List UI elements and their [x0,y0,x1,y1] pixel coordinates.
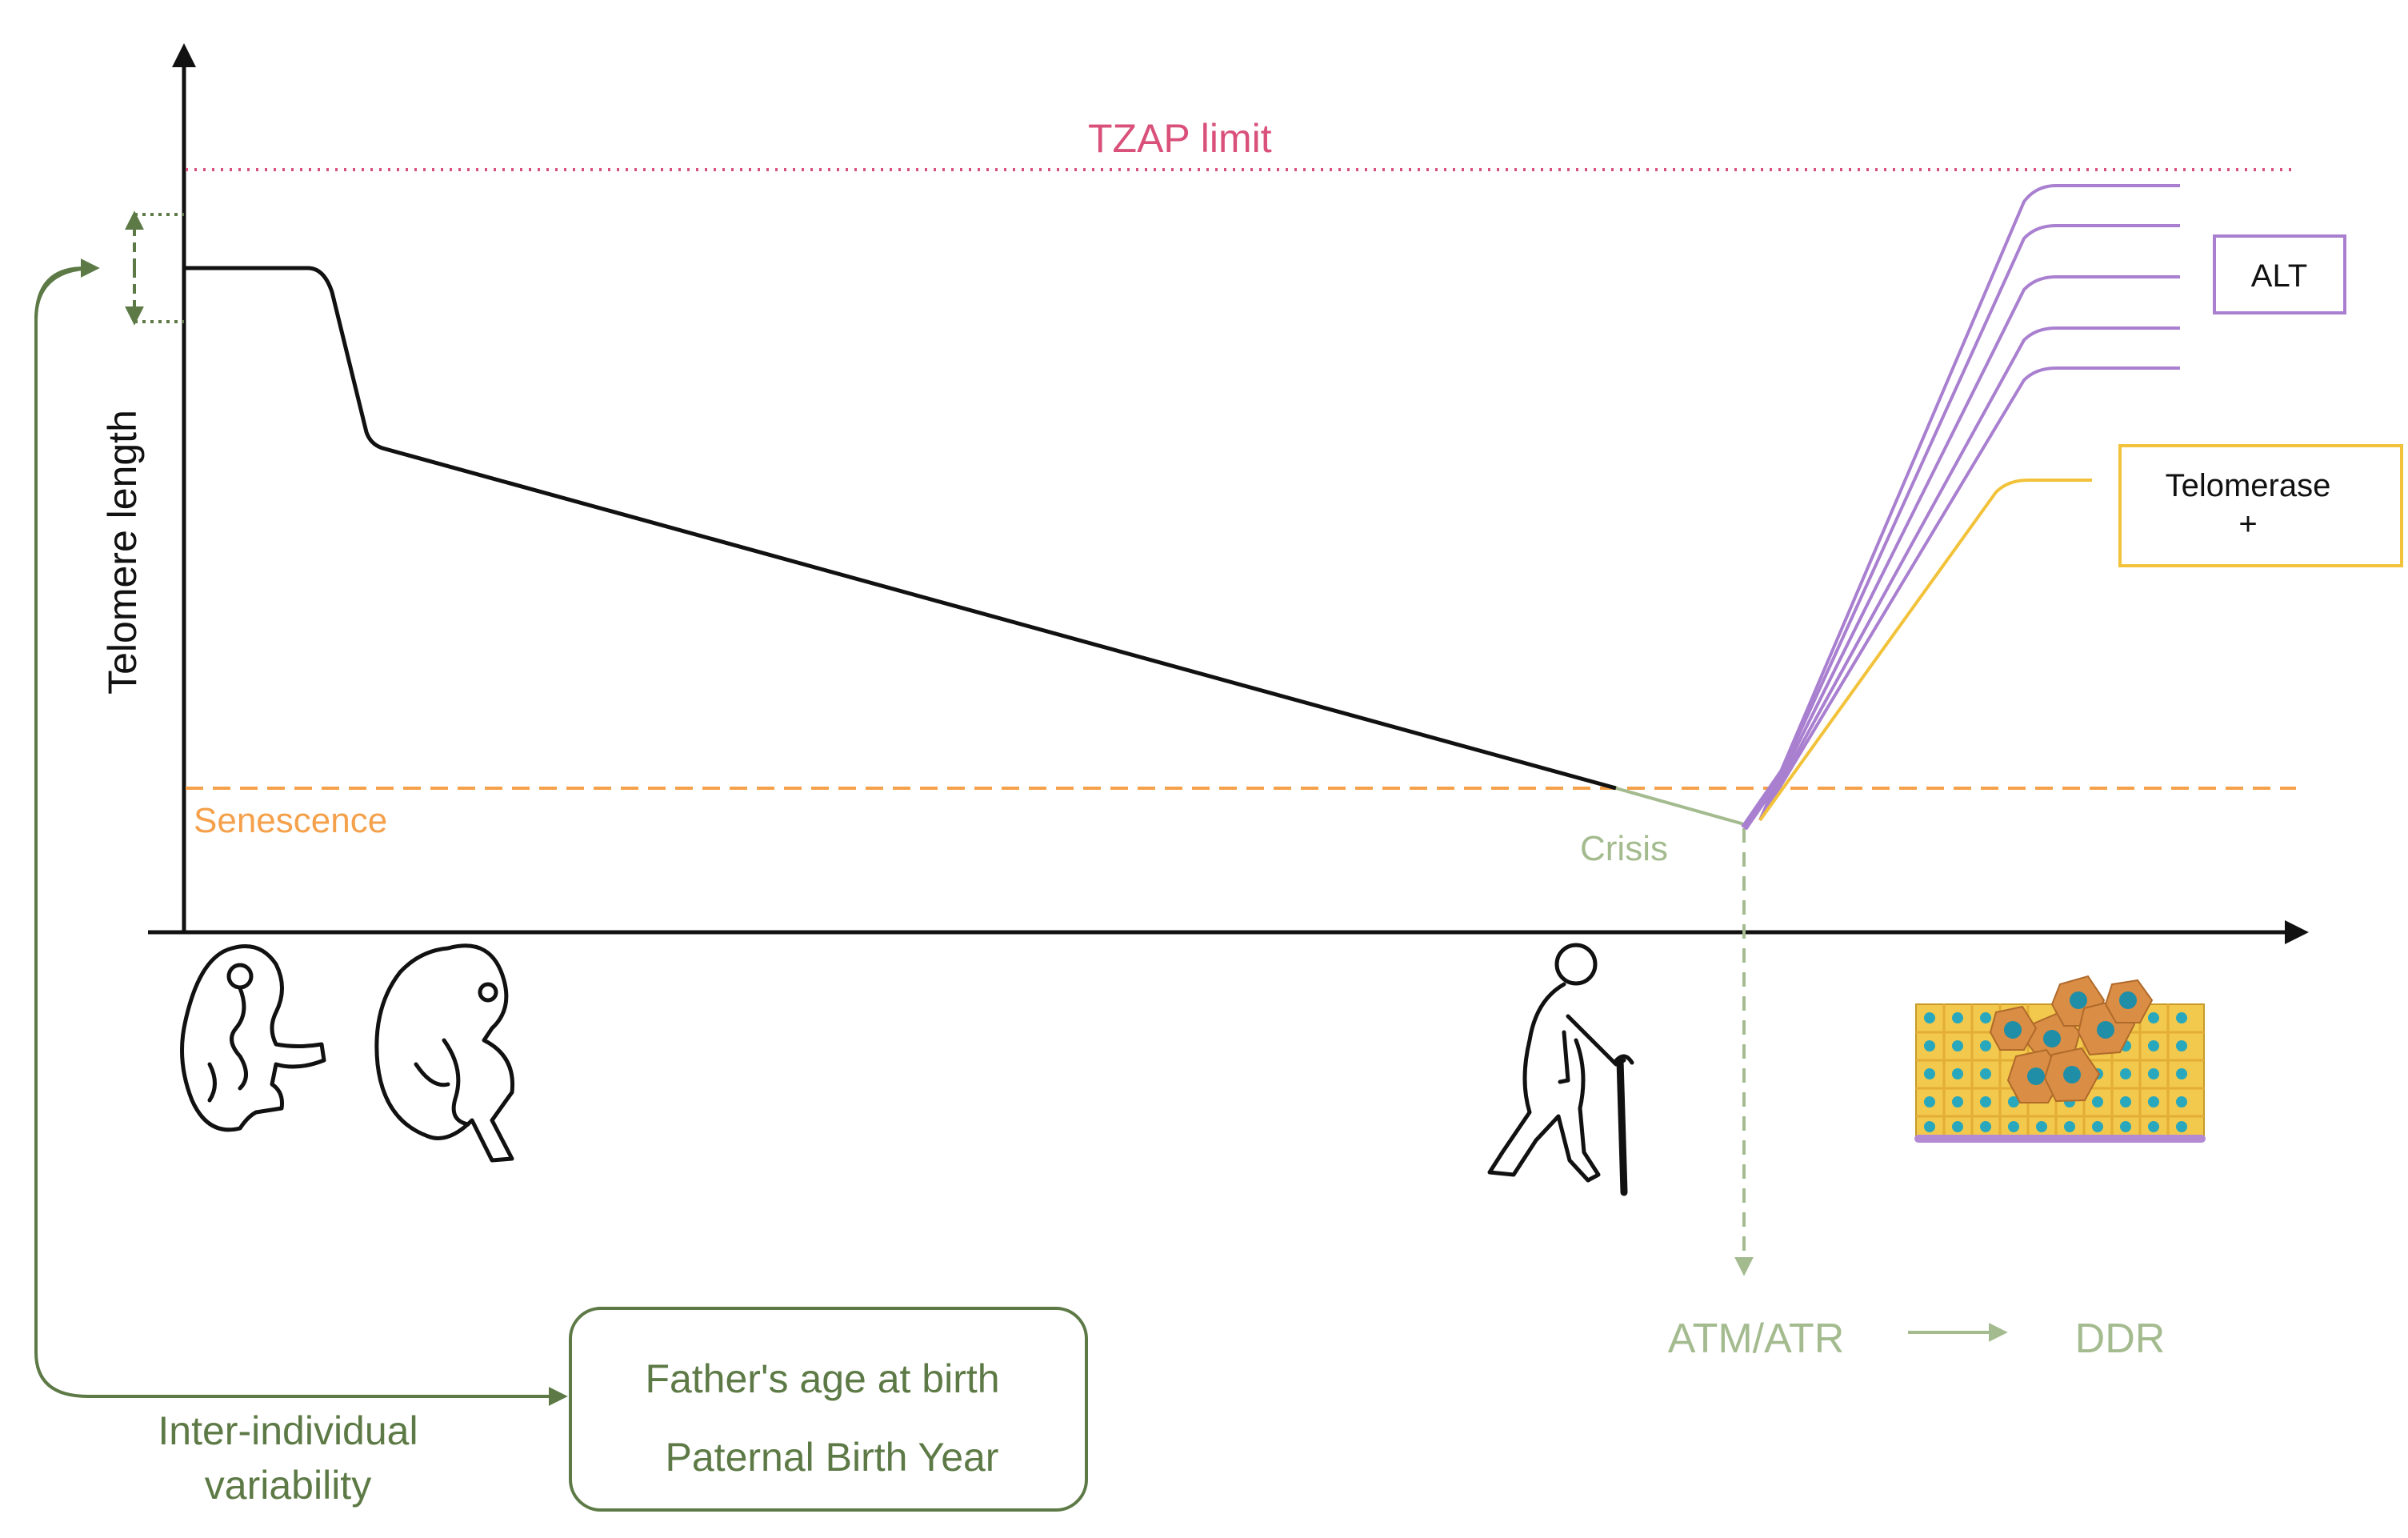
alt-curve-1 [1758,184,2180,821]
tzap-limit-label: TZAP limit [1088,116,1272,161]
telomerase-plus: + [2238,507,2257,542]
alt-curve-3 [1758,275,2180,821]
telomerase-label: Telomerase [2166,468,2331,503]
y-axis-label: Telomere length [100,410,145,695]
alt-curve-2 [1758,224,2180,821]
inter-variability-top-arrow [34,258,100,321]
alt-crisis-junction [1741,762,1791,831]
senescence-label: Senescence [194,801,387,840]
telomerase-box [2118,444,2403,567]
alt-box [2213,234,2346,314]
inter-variability-arrow [34,266,568,1406]
inter-variability-label-2: variability [205,1463,371,1508]
father-age-label: Father's age at birth [645,1356,999,1401]
alt-curves [1758,184,2180,822]
newborn-icon [374,943,515,1163]
alt-curve-5 [1758,366,2180,822]
inter-variability-label-1: Inter-individual [158,1408,418,1453]
paternal-factors-box [569,1307,1088,1512]
elderly-person-icon [1487,943,1634,1196]
crisis-label: Crisis [1580,829,1668,868]
telomere-length-curve [186,266,1617,791]
tumor-tissue-icon [1914,975,2206,1143]
crisis-line [1615,787,1745,826]
atm-atr-label: ATM/ATR [1668,1316,1845,1362]
fetus-icon [180,944,326,1132]
alt-curve-4 [1758,326,2180,821]
alt-label: ALT [2251,258,2307,294]
ddr-label: DDR [2075,1316,2166,1362]
paternal-birth-year-label: Paternal Birth Year [666,1435,999,1480]
telomerase-curve [1758,479,2092,822]
